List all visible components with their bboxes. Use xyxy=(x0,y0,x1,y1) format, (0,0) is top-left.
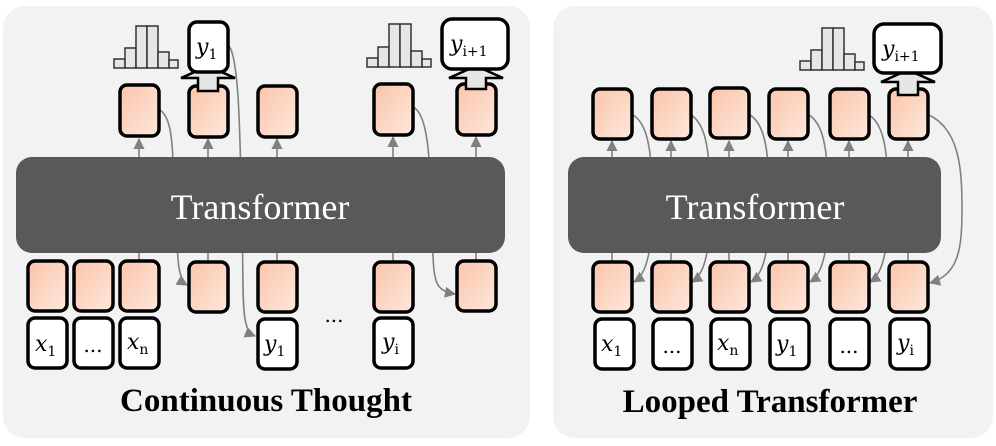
hidden-state xyxy=(887,260,930,314)
token-label: ... xyxy=(662,334,681,358)
distribution-histogram-icon xyxy=(799,27,865,71)
input-tokens: x1 ... xn y1 ... yi xyxy=(593,317,931,371)
hidden-state xyxy=(118,259,161,313)
token-yi xyxy=(372,316,415,370)
token-label: xn xyxy=(717,331,738,359)
hidden-state xyxy=(26,259,69,313)
output-hidden-states xyxy=(118,82,498,139)
hidden-state xyxy=(118,83,161,138)
hidden-state xyxy=(455,259,498,313)
token-label: yi xyxy=(896,331,914,359)
transformer-label: Transformer xyxy=(171,187,350,227)
hidden-state xyxy=(372,82,415,137)
hidden-state xyxy=(591,87,634,141)
hidden-state xyxy=(256,84,299,139)
token-y1 xyxy=(768,317,811,371)
output-token-yi1-label: yi+1 xyxy=(449,32,488,60)
transformer-label: Transformer xyxy=(666,187,845,227)
token-label: yi xyxy=(381,330,399,358)
token-yi xyxy=(888,317,931,371)
transformer-block xyxy=(568,157,941,253)
token-ellipsis xyxy=(651,317,694,371)
hidden-state xyxy=(650,87,693,141)
token-label: ... xyxy=(839,334,858,358)
hidden-state xyxy=(650,260,693,314)
looped-transformer-panel: Transformer yi+1 x1 xyxy=(553,6,993,438)
token-xn xyxy=(118,316,161,370)
up-arrows xyxy=(133,135,482,261)
token-y1 xyxy=(256,317,299,371)
distribution-histogram-icon xyxy=(113,25,179,69)
panel-title: Continuous Thought xyxy=(120,383,412,419)
sequence-ellipsis: ... xyxy=(324,303,343,327)
output-token-yi1 xyxy=(440,17,510,71)
hidden-state xyxy=(187,84,230,139)
hidden-state xyxy=(455,82,498,137)
hidden-state xyxy=(708,86,751,140)
token-label: x1 xyxy=(35,332,56,360)
token-label: y1 xyxy=(263,332,285,360)
hidden-state xyxy=(887,87,930,141)
token-x1 xyxy=(593,317,636,371)
output-token-yi1 xyxy=(872,22,943,75)
token-label: xn xyxy=(127,330,148,358)
output-token-y1-label: y1 xyxy=(195,35,217,63)
hidden-state xyxy=(372,260,415,314)
token-label: y1 xyxy=(775,332,797,360)
hidden-state xyxy=(828,87,871,141)
token-label: ... xyxy=(83,333,102,357)
hidden-state xyxy=(187,260,230,314)
token-ellipsis xyxy=(72,316,115,370)
input-hidden-states xyxy=(26,259,498,314)
output-hidden-states xyxy=(591,86,930,141)
hidden-state xyxy=(708,260,751,314)
decode-arrow-icon xyxy=(448,64,504,91)
hidden-state xyxy=(767,87,810,141)
transformer-block xyxy=(16,157,505,253)
output-token-yi1-label: yi+1 xyxy=(881,37,920,65)
output-token-y1 xyxy=(187,20,230,74)
hidden-state xyxy=(256,260,299,314)
panel-title: Looped Transformer xyxy=(623,384,918,420)
token-xn xyxy=(709,317,752,371)
hidden-state xyxy=(828,260,871,314)
token-x1 xyxy=(26,316,69,370)
token-ellipsis xyxy=(828,317,871,371)
continuous-thought-panel: Transformer y1 yi+1 xyxy=(3,6,530,438)
hidden-state xyxy=(767,260,810,314)
hidden-state xyxy=(591,260,634,314)
decode-arrow-icon xyxy=(880,68,936,97)
input-hidden-states xyxy=(591,260,930,314)
token-label: x1 xyxy=(601,332,622,360)
input-tokens: x1 ... xn y1 yi xyxy=(26,316,415,371)
distribution-histogram-icon xyxy=(366,23,432,68)
hidden-state xyxy=(72,259,115,313)
